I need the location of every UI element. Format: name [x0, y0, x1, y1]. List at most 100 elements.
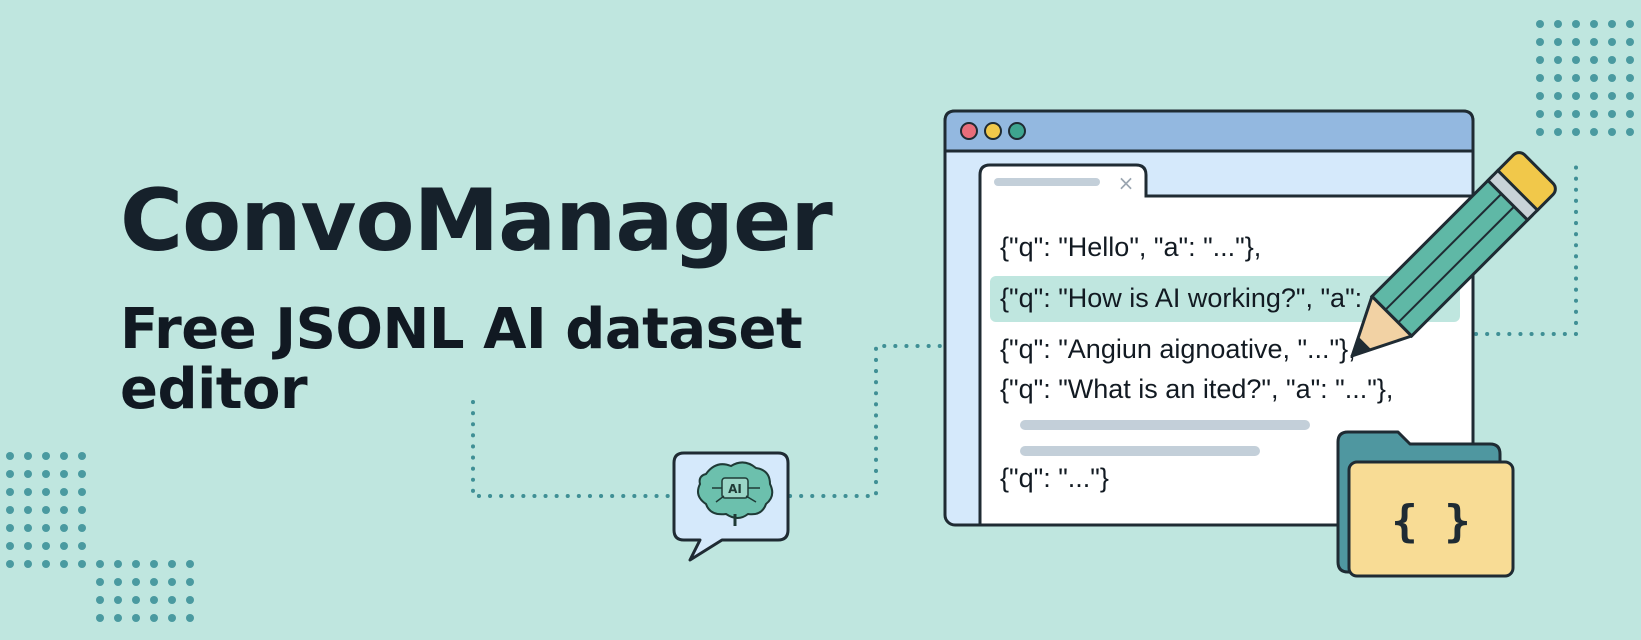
pattern-dot [1590, 74, 1598, 82]
pattern-dot [1536, 110, 1544, 118]
window-maximize-button[interactable] [1008, 122, 1026, 140]
pattern-dot [24, 470, 32, 478]
window-close-button[interactable] [960, 122, 978, 140]
pattern-dot [132, 596, 140, 604]
pattern-dot [1590, 92, 1598, 100]
pattern-dot [60, 452, 68, 460]
pattern-dot [6, 524, 14, 532]
pattern-dot [60, 560, 68, 568]
pattern-dot [96, 578, 104, 586]
pattern-dot [60, 506, 68, 514]
code-line[interactable]: {"q": "What is an ited?", "a": "..."}, [1000, 374, 1393, 404]
pattern-dot [1536, 128, 1544, 136]
pattern-dot [1626, 74, 1634, 82]
pattern-dot [1626, 20, 1634, 28]
pattern-dot [1536, 20, 1544, 28]
pattern-dot [186, 578, 194, 586]
pattern-dot [1626, 128, 1634, 136]
pattern-dot [6, 470, 14, 478]
pattern-dot [1626, 92, 1634, 100]
pattern-dot [186, 614, 194, 622]
pattern-dot [6, 560, 14, 568]
dot-pattern-bottom-left [6, 452, 194, 622]
pattern-dot [1572, 110, 1580, 118]
pattern-dot [60, 488, 68, 496]
json-folder-icon: { } [1336, 430, 1515, 578]
code-line[interactable]: {"q": "How is AI working?", "a": [1000, 283, 1362, 313]
folder-braces-glyph: { } [1391, 496, 1470, 547]
pattern-dot [150, 596, 158, 604]
pattern-dot [168, 560, 176, 568]
pattern-dot [1626, 56, 1634, 64]
pattern-dot [1590, 110, 1598, 118]
pattern-dot [1536, 74, 1544, 82]
pattern-dot [24, 452, 32, 460]
pattern-dot [114, 560, 122, 568]
pattern-dot [132, 560, 140, 568]
pattern-dot [168, 596, 176, 604]
pattern-dot [1554, 128, 1562, 136]
app-title: ConvoManager [120, 171, 833, 271]
pattern-dot [1608, 74, 1616, 82]
dot-pattern-top-right [1536, 20, 1634, 136]
pattern-dot [1590, 20, 1598, 28]
pattern-dot [1554, 110, 1562, 118]
code-line[interactable]: {"q": "Hello", "a": "..."}, [1000, 232, 1261, 262]
placeholder-line [1020, 446, 1260, 456]
pattern-dot [78, 452, 86, 460]
pattern-dot [1608, 128, 1616, 136]
pattern-dot [42, 470, 50, 478]
tab-title-placeholder [994, 178, 1100, 186]
pattern-dot [1608, 38, 1616, 46]
pattern-dot [96, 596, 104, 604]
dotted-connector-right [1474, 156, 1578, 336]
pattern-dot [150, 560, 158, 568]
code-line[interactable]: {"q": "..."} [1000, 463, 1109, 493]
dotted-connector-middle [788, 344, 948, 498]
code-line[interactable]: {"q": "Angiun aignoative, "..."}, [1000, 334, 1356, 364]
window-titlebar [943, 109, 1475, 153]
pattern-dot [1626, 38, 1634, 46]
pattern-dot [6, 452, 14, 460]
pattern-dot [1554, 92, 1562, 100]
pattern-dot [1608, 56, 1616, 64]
pattern-dot [78, 542, 86, 550]
pattern-dot [42, 452, 50, 460]
pattern-dot [24, 506, 32, 514]
pattern-dot [96, 560, 104, 568]
pattern-dot [1608, 92, 1616, 100]
pattern-dot [1554, 74, 1562, 82]
pattern-dot [78, 470, 86, 478]
pattern-dot [6, 506, 14, 514]
pattern-dot [96, 614, 104, 622]
pattern-dot [168, 578, 176, 586]
pattern-dot [132, 614, 140, 622]
pattern-dot [1554, 56, 1562, 64]
pattern-dot [1590, 38, 1598, 46]
pattern-dot [132, 578, 140, 586]
window-minimize-button[interactable] [984, 122, 1002, 140]
pattern-dot [60, 524, 68, 532]
pattern-dot [78, 488, 86, 496]
pattern-dot [1590, 128, 1598, 136]
pattern-dot [6, 542, 14, 550]
pattern-dot [60, 470, 68, 478]
pattern-dot [1608, 20, 1616, 28]
tab-close-icon[interactable]: × [1118, 171, 1135, 195]
pattern-dot [42, 488, 50, 496]
pattern-dot [1572, 128, 1580, 136]
pattern-dot [42, 560, 50, 568]
ai-label: AI [728, 482, 742, 496]
pattern-dot [114, 614, 122, 622]
pattern-dot [114, 596, 122, 604]
pattern-dot [186, 596, 194, 604]
pattern-dot [24, 524, 32, 532]
pattern-dot [1536, 56, 1544, 64]
pattern-dot [1554, 20, 1562, 28]
pattern-dot [1536, 38, 1544, 46]
chat-bubble: AI [672, 451, 790, 562]
pattern-dot [24, 488, 32, 496]
pattern-dot [24, 560, 32, 568]
